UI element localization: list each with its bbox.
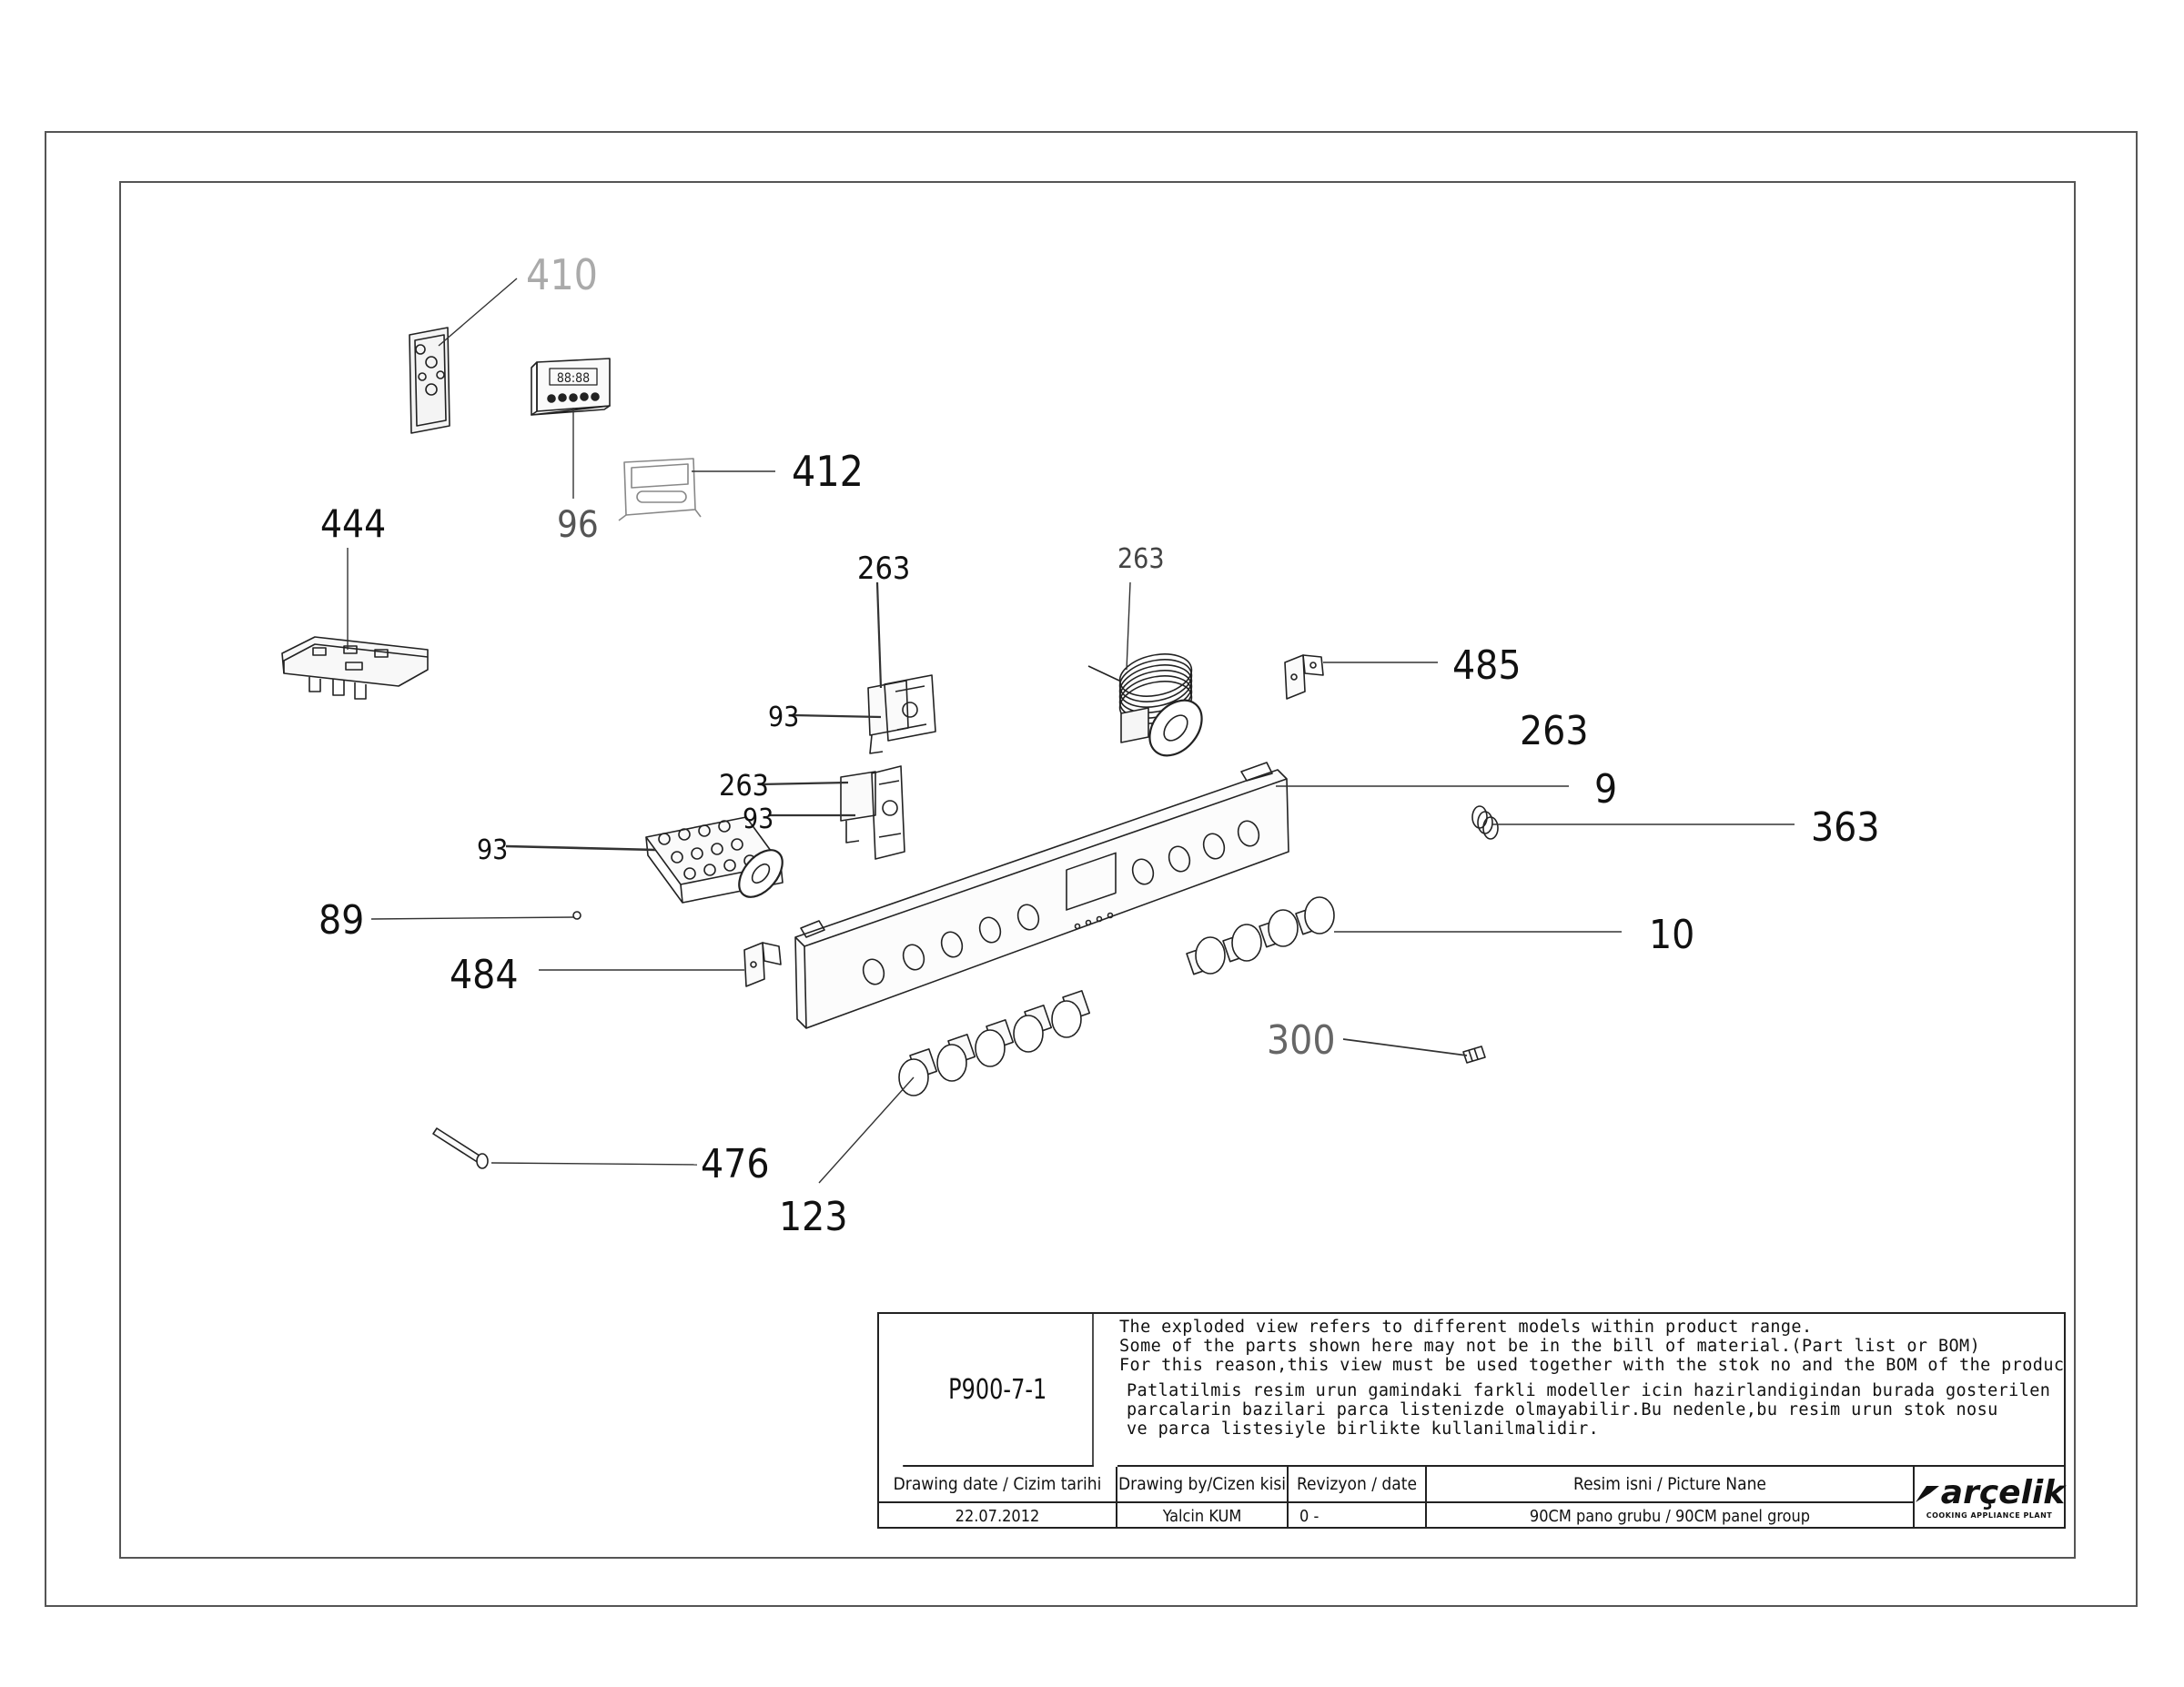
note-en-2: Some of the parts shown here may not be … — [1119, 1337, 1981, 1356]
inner-frame — [119, 181, 2076, 1559]
callout-412: 412 — [792, 447, 864, 496]
part-363-spring — [1471, 805, 1499, 840]
leader-93a — [791, 713, 882, 719]
value-drawing-by: Yalcin KUM — [1117, 1503, 1289, 1529]
callout-263d: 263 — [719, 768, 769, 803]
callout-484: 484 — [450, 952, 519, 998]
callout-263c: 263 — [1520, 708, 1589, 754]
part-89-screw — [572, 911, 581, 920]
outer-frame — [45, 131, 2138, 1607]
note-tr-2: parcalarin bazilari parca listenizde olm… — [1127, 1400, 1998, 1419]
callout-10: 10 — [1649, 912, 1694, 958]
value-revision: 0 - — [1289, 1503, 1427, 1529]
callout-300: 300 — [1267, 1017, 1336, 1064]
callout-93c: 93 — [477, 834, 508, 866]
value-picture-name: 90CM pano grubu / 90CM panel group — [1427, 1503, 1915, 1529]
header-revision: Revizyon / date — [1289, 1467, 1427, 1503]
logo-subtitle: COOKING APPLIANCE PLANT — [1926, 1510, 2053, 1520]
header-drawing-date: Drawing date / Cizim tarihi — [879, 1467, 1117, 1503]
leader-263d — [758, 781, 849, 786]
part-484-bracket — [743, 942, 782, 987]
value-drawing-date: 22.07.2012 — [879, 1503, 1117, 1529]
part-93-switch-middle — [840, 765, 905, 860]
callout-410: 410 — [526, 250, 598, 299]
drawing-code: P900-7-1 — [903, 1314, 1094, 1467]
callout-123: 123 — [779, 1194, 848, 1240]
callout-476: 476 — [701, 1141, 770, 1187]
part-444-mounting-plate — [281, 636, 429, 700]
part-96-timer-clock: 88:88 — [531, 358, 611, 416]
callout-485: 485 — [1452, 642, 1522, 689]
part-412-clock-bracket — [618, 458, 702, 521]
callout-96: 96 — [557, 504, 599, 546]
callout-444: 444 — [320, 501, 386, 546]
title-block: P900-7-1 The exploded view refers to dif… — [877, 1312, 2066, 1529]
part-93-rotary-switch — [645, 816, 784, 904]
callout-263a: 263 — [857, 551, 910, 587]
header-drawing-by: Drawing by/Cizen kisi — [1117, 1467, 1289, 1503]
part-263-capillary-coil — [1087, 653, 1203, 757]
header-picture-name: Resim isni / Picture Nane — [1427, 1467, 1915, 1503]
part-485-bracket — [1284, 654, 1324, 700]
note-en-3: For this reason,this view must be used t… — [1119, 1356, 2064, 1375]
part-476-bolt — [432, 1127, 489, 1169]
callout-363: 363 — [1811, 804, 1880, 851]
leader-123 — [818, 1076, 915, 1184]
leader-476 — [490, 1162, 698, 1166]
leader-93c — [505, 844, 656, 852]
panel-display-text: 88:88 — [557, 371, 590, 386]
part-410-keypad-film — [409, 327, 450, 434]
part-300-screw — [1462, 1046, 1486, 1064]
callout-9: 9 — [1594, 766, 1617, 813]
callout-89: 89 — [318, 897, 364, 944]
part-123-knobs — [898, 990, 1091, 1096]
callout-93b: 93 — [743, 803, 774, 835]
brand-logo: arçelik COOKING APPLIANCE PLANT — [1915, 1467, 2066, 1529]
leader-263b — [1126, 581, 1131, 671]
part-9-control-panel — [794, 762, 1289, 1029]
leader-263a — [875, 581, 883, 689]
part-93-switch-upper — [867, 674, 936, 754]
logo-wordmark: arçelik — [1940, 1473, 2066, 1511]
callout-263b: 263 — [1117, 543, 1165, 575]
note-tr-3: ve parca listesiyle birlikte kullanilmal… — [1127, 1419, 1600, 1439]
leader-89 — [370, 916, 574, 920]
logo-swoosh-icon — [1915, 1485, 1939, 1502]
callout-93a: 93 — [768, 702, 799, 733]
leader-410 — [438, 278, 518, 347]
notes-box: The exploded view refers to different mo… — [1117, 1314, 2064, 1467]
note-en-1: The exploded view refers to different mo… — [1119, 1318, 1813, 1337]
note-tr-1: Patlatilmis resim urun gamindaki farkli … — [1127, 1381, 2051, 1400]
leader-300 — [1342, 1038, 1468, 1056]
part-10-knobs — [1186, 896, 1335, 975]
